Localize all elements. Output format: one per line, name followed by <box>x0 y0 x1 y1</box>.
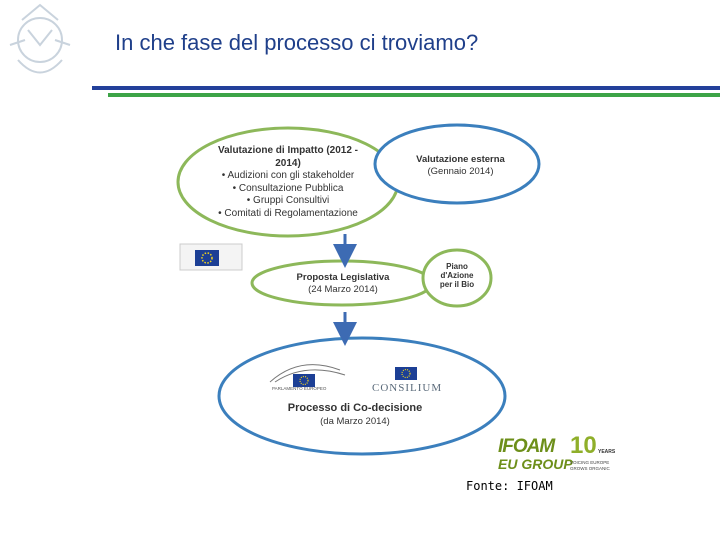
external-title: Valutazione esterna <box>416 154 505 165</box>
logo-years-word: YEARS <box>598 449 616 455</box>
action-plan-line1: Piano <box>446 262 468 271</box>
impact-item: • Gruppi Consultivi <box>246 195 330 206</box>
emblem-watermark <box>9 3 71 74</box>
page-title: In che fase del processo ci troviamo? <box>115 30 479 55</box>
parliament-logo <box>269 364 346 387</box>
impact-item: • Comitati di Regolamentazione <box>218 207 358 219</box>
title-rule-green <box>108 93 720 97</box>
logo-years-number: 10 <box>570 432 597 459</box>
logo-tagline: GROWS ORGANIC <box>570 466 610 471</box>
external-ellipse <box>373 123 541 205</box>
impact-item: • Audizioni con gli stakeholder <box>221 170 355 181</box>
source-caption: Fonte: IFOAM <box>466 479 553 493</box>
proposal-date: (24 Marzo 2014) <box>308 283 378 295</box>
codecision-date: (da Marzo 2014) <box>320 415 390 427</box>
action-plan-text: Piano d'Azione per il Bio <box>425 262 489 290</box>
logo-ifoam: IFOAM <box>498 436 555 457</box>
proposal-title: Proposta Legislativa <box>296 272 390 283</box>
action-plan-ellipse <box>421 248 493 308</box>
council-logo <box>378 364 448 394</box>
title-rule-blue <box>92 86 720 90</box>
external-date: (Gennaio 2014) <box>427 165 494 177</box>
codecision-text: Processo di Co-decisione (da Marzo 2014) <box>270 402 440 428</box>
ifoam-logo: IFOAM EU GROUP 10 YEARS VOICING EUROPE G… <box>498 432 623 478</box>
external-text: Valutazione esterna (Gennaio 2014) <box>393 154 528 178</box>
logo-eu-group: EU GROUP <box>498 456 573 472</box>
impact-title: Valutazione di Impatto (2012 - <box>217 145 359 156</box>
impact-text: Valutazione di Impatto (2012 - 2014) • A… <box>195 145 381 220</box>
codecision-ellipse <box>217 336 507 456</box>
impact-item: • Consultazione Pubblica <box>232 182 344 194</box>
proposal-text: Proposta Legislativa (24 Marzo 2014) <box>278 272 408 296</box>
commission-logo <box>179 243 243 271</box>
parliament-caption: PARLAMENTO EUROPEO <box>272 386 327 391</box>
action-plan-line2: d'Azione <box>440 271 474 281</box>
logo-tagline: VOICING EUROPE <box>570 460 610 465</box>
council-name: CONSILIUM <box>372 382 443 394</box>
impact-title-cont: 2014) <box>275 157 301 169</box>
codecision-title: Processo di Co-decisione <box>287 402 423 414</box>
action-plan-line3: per il Bio <box>439 280 475 290</box>
